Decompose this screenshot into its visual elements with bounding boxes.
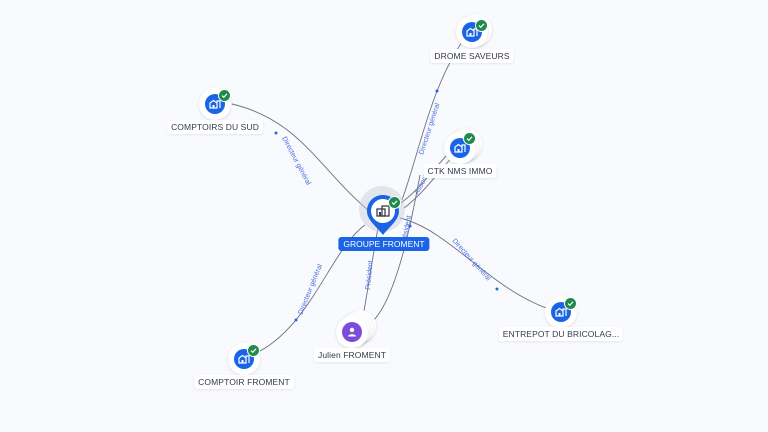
edge-center-comptoir-froment[interactable] bbox=[251, 224, 366, 356]
verified-check-icon bbox=[247, 344, 260, 357]
node-circle bbox=[342, 322, 362, 342]
node-label: GROUPE FROMENT bbox=[338, 237, 430, 251]
edge-label-comptoirs-sud: Directeur général bbox=[280, 136, 312, 187]
edge-center-ctk-2[interactable] bbox=[403, 153, 456, 209]
node-label: COMPTOIRS DU SUD bbox=[167, 120, 263, 134]
edge-arrow bbox=[435, 89, 439, 93]
building-icon bbox=[376, 205, 390, 217]
node-label: Julien FROMENT bbox=[314, 348, 390, 362]
building-icon bbox=[555, 307, 567, 317]
building-icon bbox=[209, 99, 221, 109]
person-icon bbox=[348, 327, 356, 337]
edge-arrow bbox=[495, 287, 499, 291]
node-label: COMPTOIR FROMENT bbox=[194, 375, 294, 389]
verified-check-icon bbox=[564, 297, 577, 310]
edge-center-entrepot[interactable] bbox=[399, 217, 553, 311]
edge-label-julien: Président bbox=[365, 260, 375, 290]
verified-check-icon bbox=[218, 89, 231, 102]
verified-check-icon bbox=[388, 196, 401, 209]
building-icon bbox=[238, 354, 250, 364]
edge-center-comptoirs-sud[interactable] bbox=[231, 103, 369, 211]
edge-arrow bbox=[294, 318, 298, 322]
building-icon bbox=[454, 143, 466, 153]
edge-julien-center-2[interactable] bbox=[371, 174, 421, 323]
edge-center-ctk[interactable] bbox=[397, 151, 451, 206]
edge-label-entrepot: Directeur général bbox=[451, 238, 492, 283]
node-label: ENTREPOT DU BRICOLAG... bbox=[498, 327, 624, 341]
node-label: DROME SAVEURS bbox=[430, 49, 514, 63]
edge-label-comptoir-froment: Directeur général bbox=[297, 263, 324, 316]
edge-arrow bbox=[408, 224, 412, 228]
edge-arrow bbox=[274, 131, 278, 135]
verified-check-icon bbox=[475, 19, 488, 32]
verified-check-icon bbox=[463, 132, 476, 145]
node-label: CTK NMS IMMO bbox=[423, 164, 497, 178]
